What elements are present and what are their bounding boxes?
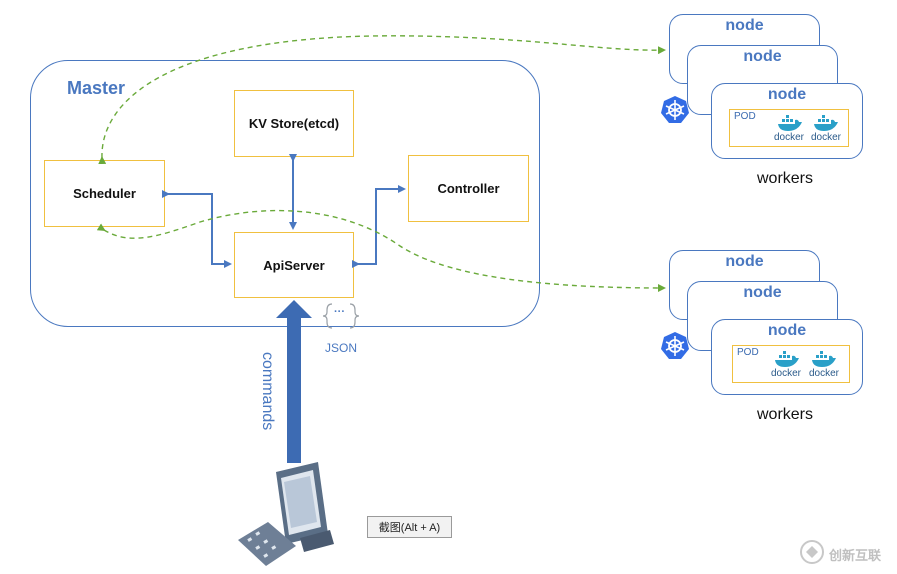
- watermark-text: 创新互联: [829, 548, 882, 563]
- node-label: node: [767, 322, 807, 339]
- json-label: JSON: [325, 341, 358, 355]
- scheduler-label: Scheduler: [73, 186, 136, 201]
- computer-icon: [238, 462, 334, 566]
- docker-label: docker: [809, 368, 840, 379]
- node-card-front: node POD docker docker: [711, 319, 863, 395]
- commands-arrow: [276, 300, 312, 463]
- kubernetes-icon: [661, 96, 689, 123]
- docker-label: docker: [811, 132, 842, 143]
- node-label: node: [767, 86, 807, 103]
- docker-whale-icon: [814, 115, 838, 131]
- docker-label: docker: [771, 368, 802, 379]
- pod-box: POD docker docker: [732, 345, 850, 383]
- commands-label: commands: [259, 352, 276, 431]
- pod-label: POD: [737, 347, 759, 358]
- kubernetes-icon: [661, 332, 689, 359]
- node-label: node: [743, 284, 782, 301]
- workers-label: workers: [757, 406, 814, 423]
- screenshot-button[interactable]: 截图(Alt + A): [367, 516, 452, 538]
- watermark-logo-icon: [800, 540, 824, 564]
- node-label: node: [743, 48, 782, 65]
- node-card-front: node POD docker docker: [711, 83, 863, 159]
- pod-label: POD: [734, 111, 756, 122]
- docker-whale-icon: [775, 351, 799, 367]
- docker-whale-icon: [778, 115, 802, 131]
- scheduler-to-workers-bottom-link: [96, 209, 666, 292]
- node-label: node: [725, 253, 764, 270]
- scheduler-to-workers-top-link: [98, 35, 666, 165]
- screenshot-button-label: 截图(Alt + A): [378, 522, 441, 534]
- json-icon: [322, 303, 360, 329]
- node-label: node: [725, 17, 764, 34]
- json-ellipsis: ···: [334, 306, 345, 318]
- docker-label: docker: [774, 132, 805, 143]
- docker-whale-icon: [812, 351, 836, 367]
- controller-label: Controller: [437, 181, 500, 196]
- pod-box: POD docker docker: [729, 109, 849, 147]
- apiserver-controller-arrow: [352, 185, 406, 268]
- workers-label: workers: [757, 170, 814, 187]
